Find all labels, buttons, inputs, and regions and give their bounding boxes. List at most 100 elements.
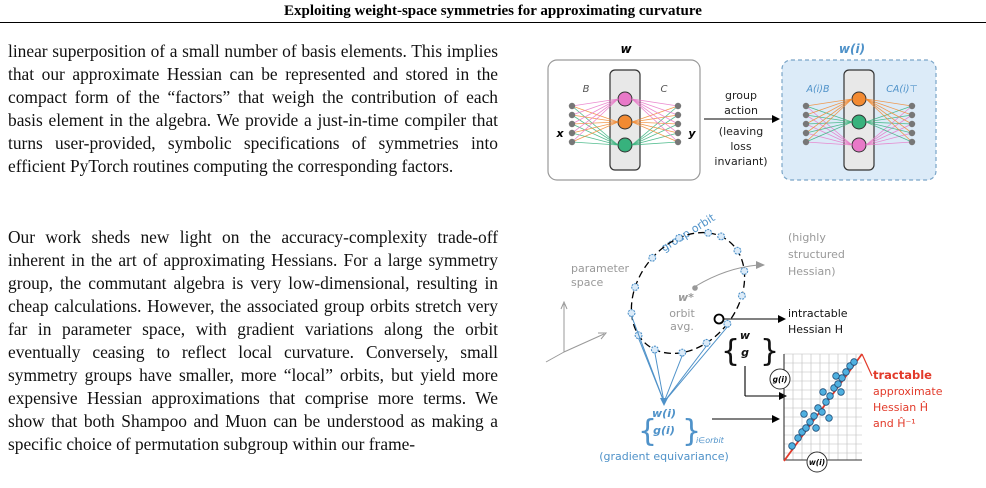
output-node <box>908 102 916 110</box>
output-node <box>674 120 682 128</box>
edge-in <box>805 114 853 123</box>
scatter-point <box>802 424 810 432</box>
set-w: w(i) <box>652 407 676 420</box>
set-brace-left: { <box>638 414 657 449</box>
arrow-text-5: invariant) <box>714 155 767 168</box>
output-node <box>674 138 682 146</box>
scatter-point <box>810 412 818 420</box>
parameter-space-axes <box>545 300 608 363</box>
orbit-point <box>631 283 640 292</box>
arrow-text-1: group <box>725 89 757 102</box>
scatter-point <box>819 388 827 396</box>
figure-svg: w w(i) B C x y group action (leaving los… <box>545 42 943 473</box>
arrow-text-3: (leaving <box>719 125 763 138</box>
output-node <box>908 111 916 119</box>
figure: w w(i) B C x y group action (leaving los… <box>536 36 976 483</box>
hidden-node-green <box>617 137 633 153</box>
arrow-text-4: loss <box>730 140 752 153</box>
gradient-arrow <box>663 355 683 403</box>
top-left-label: w <box>620 42 632 56</box>
output-node <box>674 129 682 137</box>
edge-out <box>631 105 679 123</box>
input-node <box>802 111 810 119</box>
edge-out <box>631 98 679 134</box>
edge-out <box>865 114 913 123</box>
orbit-point <box>733 246 742 255</box>
edge-out <box>865 105 913 123</box>
edge-in <box>571 98 619 107</box>
edge-in <box>805 98 853 107</box>
structured-arrowhead <box>756 261 765 269</box>
scatter-point <box>842 368 850 376</box>
fit-line <box>783 353 863 462</box>
output-node <box>908 120 916 128</box>
edge-in <box>571 121 619 143</box>
edge-out <box>865 98 913 107</box>
scatter-point <box>825 414 833 422</box>
orbit-point <box>678 348 687 357</box>
label-AiB: A(i)B <box>805 84 829 95</box>
edge-out <box>631 98 679 107</box>
network-right <box>802 69 916 171</box>
approx-1: approximate <box>873 385 943 398</box>
intractable-2: Hessian H <box>788 323 843 336</box>
input-node <box>802 129 810 137</box>
edge-in <box>571 114 619 123</box>
edge-out <box>631 121 679 125</box>
arrow-text-2: action <box>724 104 758 117</box>
orbit-point <box>723 319 732 328</box>
edge-in <box>805 105 853 123</box>
brace-w: w <box>740 329 751 342</box>
edge-out <box>631 114 679 123</box>
scatter-point <box>832 372 840 380</box>
edge-in <box>571 98 619 116</box>
edge-in <box>805 121 853 134</box>
edge-in <box>805 141 853 146</box>
output-node <box>674 111 682 119</box>
output-node <box>908 129 916 137</box>
scatter-grid <box>783 353 862 461</box>
edge-in <box>805 98 853 143</box>
input-node <box>568 120 576 128</box>
body-paragraph-2: Our work sheds new light on the accuracy… <box>8 227 498 454</box>
output-node <box>908 138 916 146</box>
header-rule <box>0 22 986 23</box>
edge-in <box>571 98 619 125</box>
input-node <box>568 129 576 137</box>
orbit-point <box>717 232 726 241</box>
body-paragraph-1: linear superposition of a small number o… <box>8 41 498 176</box>
scatter-point <box>818 408 826 416</box>
gi-axis-label: g(i) <box>773 375 788 384</box>
edge-in <box>805 98 853 134</box>
hidden-node-pink <box>617 91 633 107</box>
param-space-2: space <box>571 276 604 289</box>
edge-out <box>865 98 913 143</box>
gradient-arrow <box>663 345 707 403</box>
group-action-arrowhead <box>772 115 780 123</box>
edge-in <box>571 98 619 134</box>
label-B: B <box>583 84 590 95</box>
param-space-1: parameter <box>571 262 630 275</box>
running-header: Exploiting weight-space symmetries for a… <box>284 3 702 19</box>
structured-arrow <box>695 264 759 287</box>
input-node <box>802 120 810 128</box>
highly-2: structured <box>788 248 845 261</box>
edge-in <box>571 105 619 123</box>
highly-1: (highly <box>788 231 826 244</box>
orbit-point <box>648 253 657 262</box>
edge-out <box>865 98 913 134</box>
gi-axis-badge <box>769 368 791 390</box>
set-brace-right: } <box>682 414 701 449</box>
brace-g: g <box>741 346 749 359</box>
scatter-point <box>822 398 830 406</box>
edge-in <box>571 141 619 146</box>
scatter-point <box>788 442 796 450</box>
scatter-point <box>838 374 846 382</box>
set-arrowhead <box>772 415 780 423</box>
edge-out <box>865 121 913 125</box>
scatter-points <box>788 358 858 450</box>
edge-out <box>631 121 679 134</box>
output-node <box>674 102 682 110</box>
edge-out <box>865 121 913 134</box>
orbit-point <box>704 228 713 237</box>
